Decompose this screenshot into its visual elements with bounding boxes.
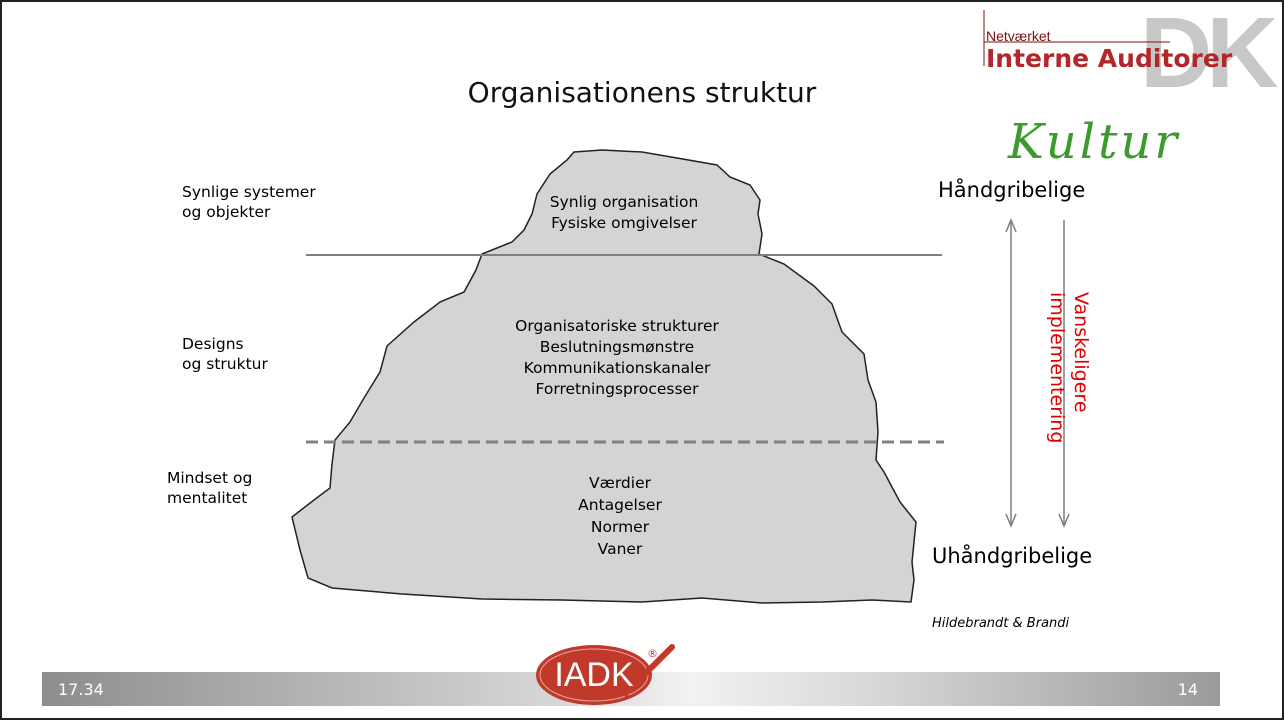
text-line: Fysiske omgivelser (551, 214, 697, 232)
text-line: Normer (590, 518, 650, 536)
brand-logo-lines (983, 10, 1170, 66)
label-visible-systems: Synlige systemer og objekter (182, 183, 316, 221)
source-credit: Hildebrandt & Brandi (932, 616, 1070, 631)
vertical-text-1: Vanskeligere (1070, 292, 1092, 413)
tangibility-double-arrow (1005, 218, 1017, 528)
text-line: Antagelser (578, 496, 662, 514)
netvaerket-logo: DK Netværket Interne Auditorer Kultur (970, 2, 1278, 186)
kultur-text: Kultur (1008, 114, 1181, 170)
text-line: Organisatoriske strukturer (515, 317, 719, 335)
iceberg-top-text: Synlig organisation Fysiske omgivelser (524, 192, 724, 234)
label-designs-structure: Designs og struktur (182, 335, 268, 373)
slide-title: Organisationens struktur (467, 76, 817, 109)
iceberg-shape (291, 149, 917, 604)
footer-time: 17.34 (58, 680, 104, 699)
label-intangible: Uhåndgribelige (932, 544, 1093, 568)
text-line: Forretningsprocesser (535, 380, 699, 398)
registered-mark: ® (647, 647, 658, 660)
iceberg-bottom-text: Værdier Antagelser Normer Vaner (550, 472, 690, 560)
brand-small-text: Netværket (986, 28, 1051, 44)
label-mindset: Mindset og mentalitet (167, 469, 253, 507)
vertical-text-2: implementering (1046, 292, 1068, 444)
text-line: Synlig organisation (549, 193, 699, 211)
text-line: Kommunikationskanaler (523, 359, 711, 377)
text-line: Beslutningsmønstre (539, 338, 695, 356)
iadk-logo-shape (536, 644, 675, 705)
dk-logo-letters: DK (1140, 0, 1278, 109)
brand-title: Interne Auditorer (986, 44, 1233, 73)
page-number: 14 (1177, 680, 1198, 699)
label-tangible: Håndgribelige (938, 178, 1086, 202)
text-line: Vaner (597, 540, 643, 558)
iadk-logo-text: IADK (554, 656, 634, 694)
text-line: Værdier (589, 474, 651, 492)
iadk-logo: IADK ® (534, 643, 678, 707)
vertical-difficulty-label: Vanskeligere implementering (1038, 292, 1098, 462)
difficulty-arrow (1058, 220, 1070, 528)
iceberg-middle-text: Organisatoriske strukturer Beslutningsmø… (482, 316, 752, 400)
